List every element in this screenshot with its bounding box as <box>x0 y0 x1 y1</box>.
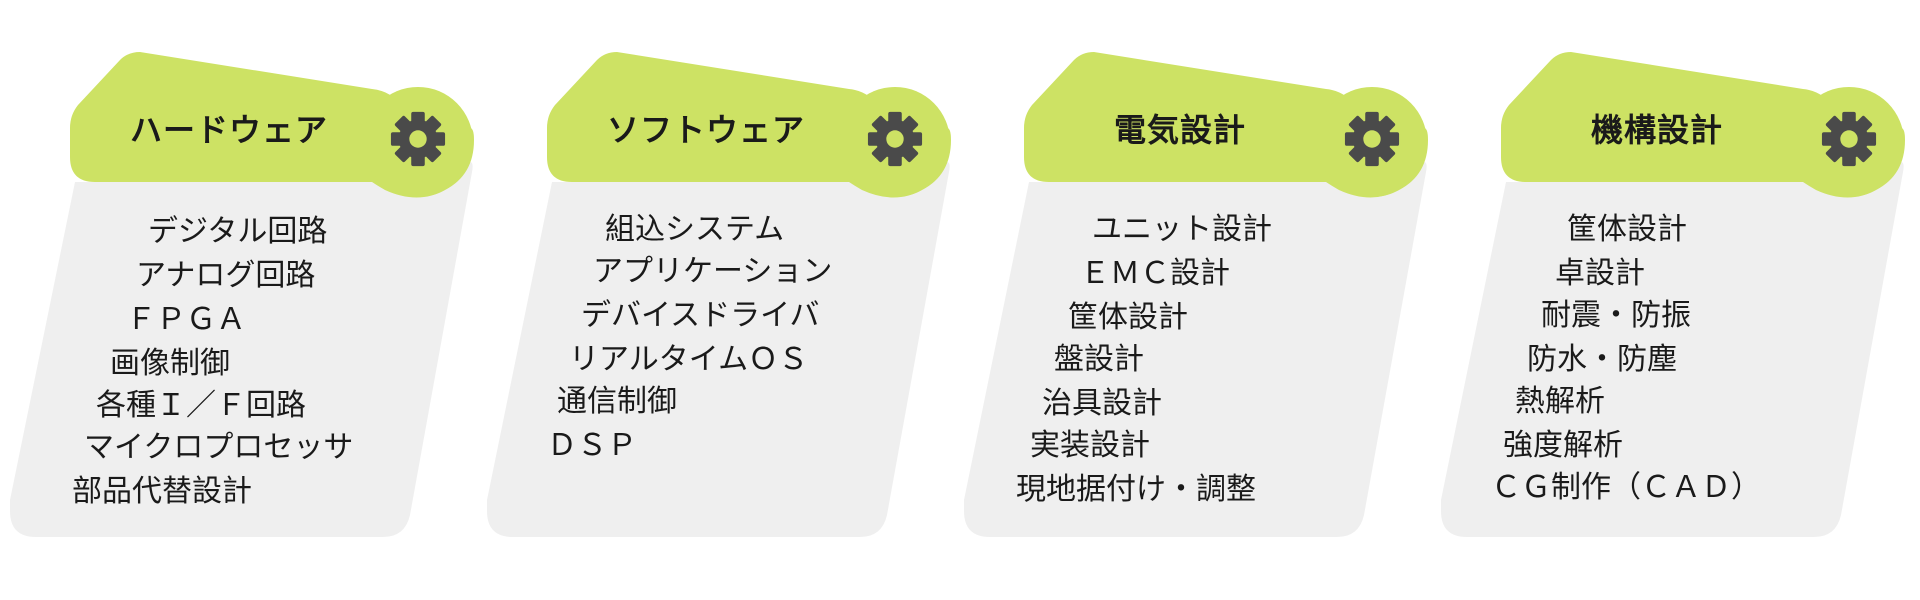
list-item: 耐震・防振 <box>1541 298 1691 333</box>
list-item: 卓設計 <box>1555 256 1645 291</box>
list-item: ＥＭＣ設計 <box>1080 256 1230 291</box>
gear-icon <box>1344 111 1400 167</box>
list-item: 通信制御 <box>557 384 677 419</box>
list-item: マイクロプロセッサ <box>84 430 354 465</box>
list-item: 部品代替設計 <box>72 474 252 509</box>
list-item: ＦＰＧＡ <box>126 302 246 337</box>
list-item: デジタル回路 <box>148 214 328 249</box>
list-item: 強度解析 <box>1503 428 1623 463</box>
gear-icon <box>1821 111 1877 167</box>
list-item: 治具設計 <box>1042 386 1162 421</box>
list-item: 画像制御 <box>110 346 230 381</box>
card-background <box>964 52 1428 537</box>
category-card-software: ソフトウェア 組込システム アプリケーション デバイスドライバ リアルタイムＯＳ… <box>477 0 957 600</box>
list-item: ユニット設計 <box>1092 212 1272 247</box>
list-item: デバイスドライバ <box>581 298 820 333</box>
list-item: アプリケーション <box>593 254 833 289</box>
card-title: 機構設計 <box>1591 111 1724 149</box>
list-item: ＤＳＰ <box>547 428 637 463</box>
card-title: ハードウェア <box>130 111 329 149</box>
category-card-mechanical: 機構設計 筐体設計 卓設計 耐震・防振 防水・防塵 熱解析 強度解析 ＣＧ制作（… <box>1431 0 1911 600</box>
list-item: 熱解析 <box>1515 384 1605 419</box>
category-card-hardware: ハードウェア デジタル回路 アナログ回路 ＦＰＧＡ 画像制御 各種Ｉ／Ｆ回路 マ… <box>0 0 480 600</box>
list-item: 筐体設計 <box>1567 212 1687 247</box>
list-item: 筐体設計 <box>1068 300 1188 335</box>
list-item: 現地据付け・調整 <box>1016 472 1256 507</box>
gear-icon <box>390 111 446 167</box>
list-item: リアルタイムＯＳ <box>569 342 809 377</box>
list-item: 各種Ｉ／Ｆ回路 <box>96 388 306 423</box>
card-title: 電気設計 <box>1114 111 1247 149</box>
card-background <box>10 52 474 537</box>
list-item: ＣＧ制作（ＣＡＤ） <box>1491 470 1761 505</box>
card-background <box>1441 52 1905 537</box>
gear-icon <box>867 111 923 167</box>
list-item: アナログ回路 <box>136 258 316 293</box>
category-card-electrical: 電気設計 ユニット設計 ＥＭＣ設計 筐体設計 盤設計 治具設計 実装設計 現地据… <box>954 0 1434 600</box>
list-item: 防水・防塵 <box>1527 342 1677 377</box>
list-item: 盤設計 <box>1054 342 1144 377</box>
list-item: 組込システム <box>605 212 785 247</box>
card-title: ソフトウェア <box>607 111 806 149</box>
list-item: 実装設計 <box>1030 428 1150 463</box>
